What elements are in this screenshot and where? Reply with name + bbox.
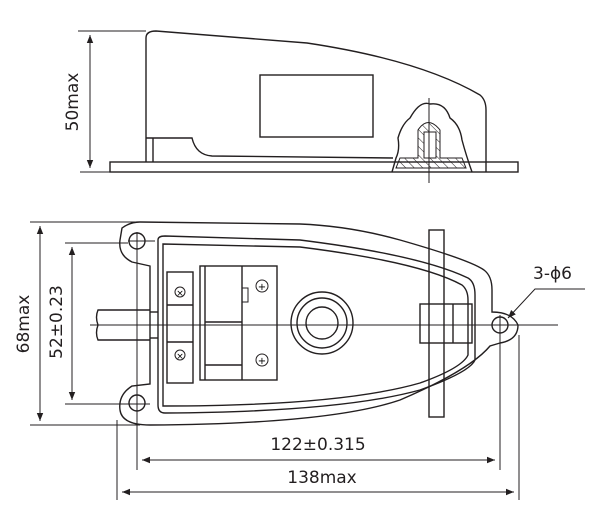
screw-icon: + bbox=[255, 353, 269, 367]
screw-icon: × bbox=[174, 349, 186, 362]
housing-outline bbox=[119, 221, 519, 426]
mount-section bbox=[391, 102, 473, 173]
round-button bbox=[290, 291, 354, 355]
label-52: 52±0.23 bbox=[47, 285, 67, 359]
label-50max: 50max bbox=[63, 73, 83, 132]
screw-icon: + bbox=[255, 279, 269, 293]
pedal-hinge-bar bbox=[428, 229, 445, 418]
label-122: 122±0.315 bbox=[270, 435, 365, 455]
screw-icon: × bbox=[174, 286, 186, 299]
inner-frame bbox=[157, 235, 476, 414]
terminal-block bbox=[166, 271, 194, 384]
svg-text:×: × bbox=[176, 289, 184, 299]
micro-switch bbox=[199, 265, 278, 381]
svg-text:+: + bbox=[258, 356, 266, 367]
hole-leader bbox=[507, 288, 585, 319]
side-view: 50max bbox=[63, 30, 519, 183]
pedal-housing bbox=[145, 30, 487, 172]
label-68max: 68max bbox=[14, 295, 34, 354]
top-view: × × + + 68max 52±0.23 122±0.315 138max bbox=[14, 221, 585, 500]
inner-frame-lip bbox=[162, 243, 469, 407]
label-window bbox=[259, 74, 374, 138]
label-hole-size: 3-ϕ6 bbox=[533, 264, 572, 284]
hinge-block bbox=[419, 303, 473, 344]
label-138max: 138max bbox=[287, 468, 357, 488]
svg-text:×: × bbox=[176, 352, 184, 362]
housing-base-edge bbox=[146, 137, 394, 159]
svg-text:+: + bbox=[258, 282, 266, 293]
base-plate bbox=[109, 161, 519, 173]
